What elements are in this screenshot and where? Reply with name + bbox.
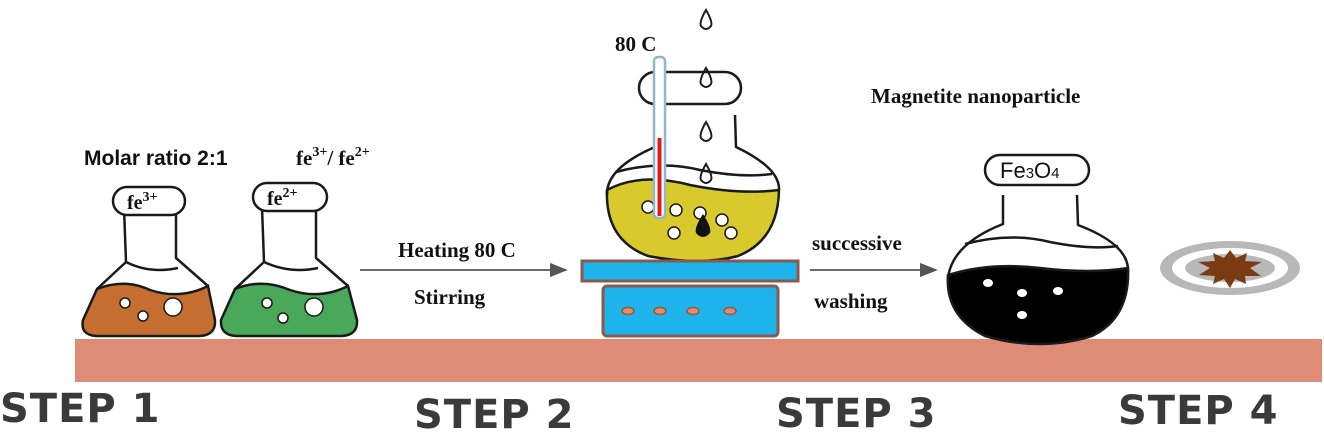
flask-fe3-solution	[81, 282, 217, 338]
flask-fe3: fe3+	[81, 185, 217, 338]
product-bubble	[1017, 311, 1027, 319]
product-bubble	[1053, 287, 1063, 295]
product-bubble	[983, 279, 993, 287]
formula-4: 4	[1051, 165, 1059, 182]
washing-label: washing	[814, 289, 888, 313]
droplet-icon	[699, 162, 713, 184]
lab-bench	[75, 339, 1322, 382]
hotplate-knob	[686, 306, 700, 316]
bubble	[724, 226, 738, 240]
hotplate-knob	[653, 306, 667, 316]
formula-3: 3	[1026, 165, 1034, 182]
flask-fe2-label-tag	[251, 181, 329, 213]
nanoparticle-powder	[1198, 250, 1262, 288]
bubble	[137, 310, 149, 322]
heating-label: Heating 80 C	[398, 238, 516, 262]
product-flask-inner-line	[964, 236, 1119, 249]
bubble	[641, 200, 655, 214]
formula-fe: Fe	[1000, 158, 1026, 183]
molar-ratio-label: Molar ratio 2:1	[84, 147, 228, 170]
hotplate-top	[580, 259, 800, 283]
reaction-flask	[605, 114, 781, 263]
reaction-solution	[605, 178, 781, 263]
flask-fe2-rim	[263, 260, 319, 272]
step-label-4: STEP 4	[1118, 388, 1279, 434]
product-flask-body	[946, 194, 1130, 279]
droplet-icon	[699, 8, 713, 30]
bubble	[669, 203, 683, 217]
flask-stopper	[637, 70, 743, 106]
step-label-3: STEP 3	[776, 391, 937, 434]
flask-fe3-ion: fe	[127, 192, 143, 214]
product-flask: Fe3O4	[946, 153, 1130, 346]
stirring-label: Stirring	[414, 285, 486, 309]
flask-fe2-ion: fe	[267, 188, 283, 210]
successive-label: successive	[812, 231, 902, 255]
flask-fe2-label: fe2+	[267, 186, 298, 210]
thermometer: 80 C	[615, 32, 667, 220]
dark-droplet-icon	[695, 214, 711, 237]
bubble	[261, 297, 273, 309]
formula-o: O	[1034, 158, 1051, 183]
bubble	[667, 226, 681, 240]
flask-fe3-rim	[125, 260, 179, 272]
reaction-flask-inner-line	[615, 164, 773, 177]
ratio-fe2-sup: 2+	[355, 145, 370, 160]
petri-dish	[1160, 241, 1300, 295]
product-bubble	[1017, 289, 1027, 297]
step-label-1: STEP 1	[0, 386, 161, 432]
ratio-formula: fe3+/ fe2+	[296, 145, 370, 170]
product-formula-tag	[983, 153, 1091, 187]
thermometer-tube	[652, 55, 667, 220]
bubble	[715, 213, 729, 227]
flask-fe3-label: fe3+	[127, 190, 158, 214]
bubble	[119, 297, 131, 309]
product-title: Magnetite nanoparticle	[871, 84, 1080, 108]
flask-fe2: fe2+	[219, 181, 359, 338]
ratio-fe3-text: fe	[296, 146, 312, 170]
ratio-fe3-sup: 3+	[312, 145, 327, 160]
thermometer-mercury	[657, 138, 662, 216]
product-formula: Fe3O4	[1000, 158, 1060, 183]
droplet-icon	[699, 120, 713, 142]
flask-fe3-body	[96, 207, 209, 290]
flask-fe3-sup: 3+	[143, 190, 158, 205]
ratio-slash-text: / fe	[326, 146, 354, 170]
bubble	[277, 312, 289, 324]
droplet-icon	[699, 66, 713, 88]
step-label-2: STEP 2	[414, 392, 575, 434]
hotplate-stirrer	[580, 259, 800, 338]
hotplate-knob	[723, 306, 737, 316]
bubble	[304, 297, 324, 317]
product-solution	[946, 264, 1130, 346]
flask-fe2-solution	[219, 282, 359, 338]
hotplate-knob	[621, 306, 635, 316]
temperature-label: 80 C	[615, 32, 656, 56]
bubble	[163, 297, 183, 317]
flask-fe3-label-tag	[111, 185, 187, 217]
flask-fe2-body	[234, 206, 349, 290]
flask-fe2-sup: 2+	[283, 186, 298, 201]
